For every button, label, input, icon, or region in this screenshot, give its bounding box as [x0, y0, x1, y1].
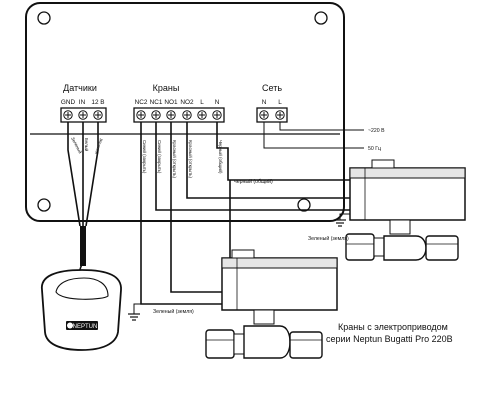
terminal-label-no2: NO2 [180, 99, 194, 106]
frequency-label: 50 Гц [368, 146, 381, 152]
wire-label-common: Черный (общий) [218, 140, 223, 174]
valves-header: Краны [153, 83, 180, 93]
valve-actuator-upper [345, 159, 466, 261]
logo-mark-icon [67, 322, 73, 329]
terminal-label-in: IN [79, 99, 86, 106]
terminal-label-n: N [215, 99, 220, 106]
sensors-header: Датчики [63, 83, 97, 93]
common-black-label: черный (общий) [234, 178, 273, 185]
caption-line-1: Краны с электроприводом [338, 322, 448, 332]
network-header: Сеть [262, 83, 282, 93]
ground-lower [128, 303, 222, 321]
wire-label-no1: Красный (открыть) [172, 140, 177, 179]
ground-label-lower: Зеленый (земля) [153, 308, 194, 315]
wire-label-nc2: Синий (закрыть) [142, 140, 147, 174]
terminal-label-net-l: L [278, 99, 282, 106]
valve-actuator-lower [205, 249, 338, 359]
screw-hole [297, 198, 311, 212]
network-terminal-block [256, 107, 288, 123]
terminal-label-nc1: NC1 [150, 99, 163, 106]
caption-line-2: серии Neptun Bugatti Pro 220В [326, 334, 453, 344]
wire-label-nc1: Синий (закрыть) [157, 140, 162, 174]
sensor-wire-white-label: Белый [84, 138, 89, 152]
ground-label-upper: Зеленый (земля) [308, 235, 349, 242]
sensor-logo: NEPTUN [73, 324, 98, 330]
terminal-label-no1: NO1 [164, 99, 178, 106]
sensor-terminal-block [60, 107, 107, 123]
terminal-label-l: L [200, 99, 204, 106]
wire-label-no2: Красный (открыть) [188, 140, 193, 179]
ground-upper [334, 213, 350, 227]
leak-sensor: NEPTUN [41, 269, 122, 351]
terminal-label-nc2: NC2 [135, 99, 148, 106]
screw-hole [314, 11, 328, 25]
sensor-wire-yellow-label: Желтый [94, 138, 104, 156]
valve-terminal-block [133, 107, 225, 123]
terminal-label-net-n: N [262, 99, 267, 106]
screw-hole [37, 198, 51, 212]
sensor-wires [67, 122, 99, 283]
screw-hole [37, 11, 51, 25]
terminal-label-12v: 12 В [91, 99, 104, 106]
mains-wires [263, 122, 364, 149]
voltage-label: ~220 В [368, 128, 385, 134]
terminal-label-gnd: GND [61, 99, 76, 106]
